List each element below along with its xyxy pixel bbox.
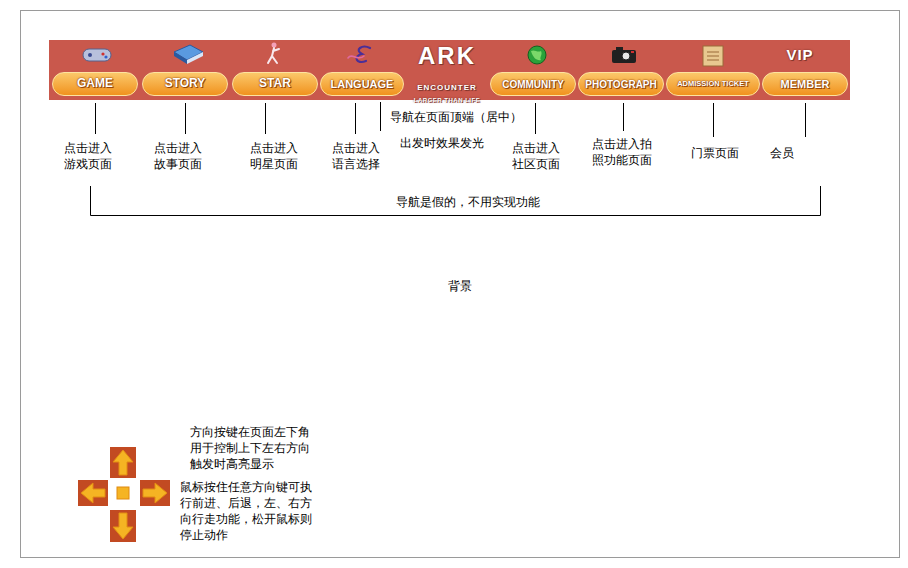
- logo-tagline: LARGER THAN LIFE: [414, 97, 480, 104]
- button-label: MEMBER: [781, 78, 830, 90]
- button-label: PHOTOGRAPH: [585, 79, 657, 90]
- label-slot: 会员: [770, 145, 794, 161]
- label-slot: 门票页面: [691, 145, 739, 161]
- globe-icon: [528, 46, 546, 64]
- label-slot: 出发时效果发光: [400, 135, 484, 151]
- annotation-text: 出发时效果发光: [400, 135, 484, 151]
- label-slot: 导航是假的，不用实现功能: [396, 194, 540, 210]
- annotation-text: 会员: [770, 145, 794, 161]
- annotation-text: 方向按键在页面左下角 用于控制上下左右方向 触发时高亮显示: [190, 424, 318, 472]
- camera-icon: [612, 47, 636, 63]
- page-border: [21, 11, 900, 558]
- ticket-icon: [703, 46, 723, 66]
- nav-button: MEMBER: [762, 72, 848, 96]
- nav-button: COMMUNITY: [490, 72, 576, 96]
- label-slot: 点击进入 明星页面: [246, 140, 302, 172]
- annotation-text: 导航在页面顶端（居中）: [390, 109, 522, 125]
- nav-button: STORY: [142, 72, 228, 96]
- annotation-text: 点击进入 明星页面: [246, 140, 302, 172]
- annotation-text: 鼠标按住任意方向键可执 行前进、后退，左、右方 向行走功能，松开鼠标则 停止动作: [180, 479, 318, 543]
- nav-button: LANGUAGE: [320, 72, 404, 96]
- button-label: STORY: [165, 77, 206, 90]
- leader-lines: [96, 102, 806, 137]
- button-label: COMMUNITY: [502, 79, 564, 90]
- nav-button: PHOTOGRAPH: [578, 72, 664, 96]
- label-slot: 导航在页面顶端（居中）: [390, 109, 522, 125]
- text-slot: ARK: [418, 42, 476, 70]
- label-slot: 点击进入 语言选择: [328, 140, 384, 172]
- vip-icon-text: VIP: [786, 46, 813, 64]
- annotation-text: 门票页面: [691, 145, 739, 161]
- star-figure-icon: [268, 43, 279, 64]
- label-slot: 点击进入 游戏页面: [60, 140, 116, 172]
- label-slot: 方向按键在页面左下角 用于控制上下左右方向 触发时高亮显示: [190, 424, 318, 472]
- label-slot: 点击进入拍 照功能页面: [589, 136, 655, 168]
- annotation-text: 点击进入 游戏页面: [60, 140, 116, 172]
- nav-button: STAR: [232, 72, 318, 96]
- logo-subtitle: ENCOUNTER: [417, 83, 477, 93]
- book-icon: [174, 45, 203, 64]
- nav-bar: GAME STORY STAR LANGUAGE COMMUNITY PHOTOGRAPH…: [49, 40, 850, 100]
- annotation-text: 背景: [448, 278, 472, 294]
- label-slot: 点击进入 社区页面: [508, 140, 564, 172]
- nav-button: GAME: [52, 72, 138, 96]
- label-slot: 点击进入 故事页面: [150, 140, 206, 172]
- button-label: GAME: [77, 77, 113, 90]
- annotation-text: 点击进入拍 照功能页面: [589, 136, 655, 168]
- direction-pad: [78, 447, 170, 542]
- bracket: [91, 186, 821, 216]
- button-label: ADMISSION TICKET: [677, 80, 749, 88]
- label-slot: 鼠标按住任意方向键可执 行前进、后退，左、右方 向行走功能，松开鼠标则 停止动作: [180, 479, 318, 543]
- annotation-text: 点击进入 社区页面: [508, 140, 564, 172]
- button-label: STAR: [259, 77, 291, 90]
- annotation-text: 导航是假的，不用实现功能: [396, 194, 540, 210]
- gamepad-icon: [83, 49, 111, 61]
- text-slot: ENCOUNTER: [417, 76, 477, 94]
- button-label: LANGUAGE: [331, 78, 394, 90]
- annotation-text: 点击进入 故事页面: [150, 140, 206, 172]
- annotation-text: 点击进入 语言选择: [328, 140, 384, 172]
- language-icon: [348, 47, 370, 62]
- label-slot: 背景: [448, 278, 472, 294]
- nav-button: ADMISSION TICKET: [666, 72, 760, 96]
- text-slot: VIP: [786, 46, 813, 64]
- logo-text: ARK: [418, 42, 476, 70]
